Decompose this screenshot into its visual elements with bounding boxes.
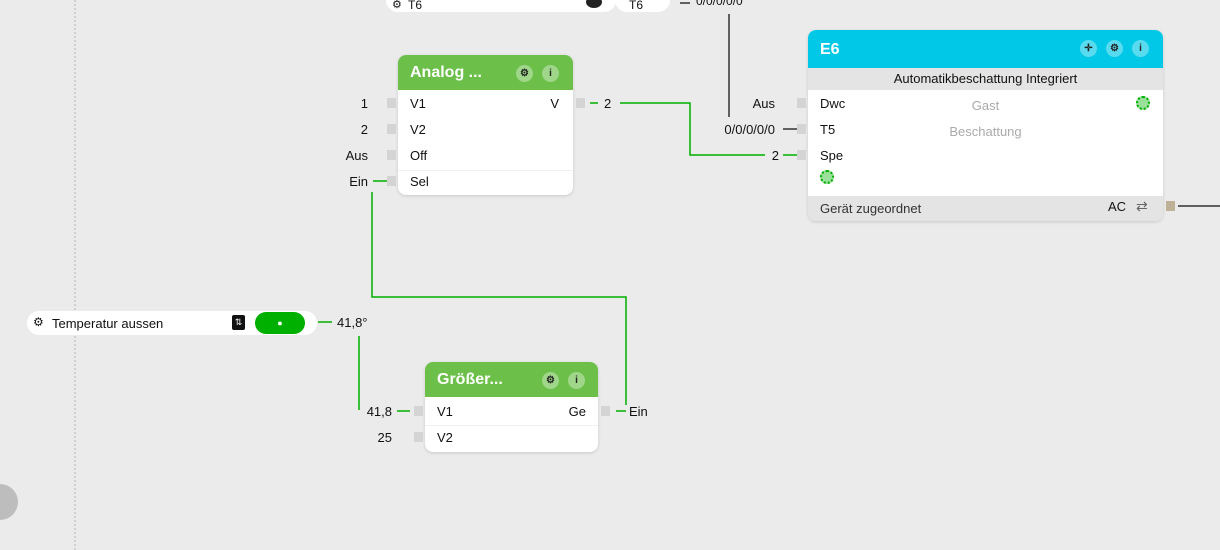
temperatur-label: Temperatur aussen [52, 316, 164, 331]
e6-footer-output: AC [1108, 199, 1127, 214]
info-icon[interactable]: i [568, 372, 585, 389]
analog-input-v1: V1 [410, 96, 426, 111]
settings-icon[interactable]: ⚙ [542, 372, 559, 389]
greater-title: Größer... [437, 371, 503, 388]
divider [398, 170, 573, 171]
settings-icon[interactable]: ⚙ [1106, 40, 1123, 57]
port-t5[interactable] [797, 124, 806, 134]
status-ok-icon [1136, 96, 1150, 110]
analog-output-v: V [550, 96, 559, 111]
e6-input-t5: T5 [820, 122, 836, 137]
e6-footer-label: Gerät zugeordnet [820, 201, 922, 216]
bug-icon [586, 0, 602, 8]
e6-info-gast: Gast [971, 98, 1000, 113]
port-ac-out[interactable] [1166, 201, 1175, 211]
e6-input-spe: Spe [820, 148, 844, 163]
off-value: Aus [345, 148, 368, 163]
status-ok-icon [820, 170, 834, 184]
active-toggle[interactable]: ● [255, 312, 305, 334]
divider [425, 425, 598, 426]
canvas-guide-line [74, 0, 76, 550]
t6-item[interactable]: ⚙ T6 [386, 0, 616, 12]
side-handle[interactable] [0, 484, 18, 520]
port-v2[interactable] [387, 124, 396, 134]
e6-info-beschattung: Beschattung [949, 124, 1022, 139]
e6-footer: Gerät zugeordnet AC ⇄ [808, 196, 1163, 221]
temperatur-output: 41,8° [337, 315, 368, 330]
temperatur-aussen-item[interactable]: ⚙ Temperatur aussen ⇅ ● [27, 311, 317, 335]
info-icon[interactable]: i [542, 65, 559, 82]
greater-output-ge: Ge [568, 404, 586, 419]
port-dwc[interactable] [797, 98, 806, 108]
wire-analog-to-spe [620, 102, 765, 156]
move-icon[interactable]: ✛ [1080, 40, 1097, 57]
v-out-value: 2 [604, 96, 612, 111]
analog-input-sel: Sel [410, 174, 429, 189]
v2-value: 2 [360, 122, 368, 137]
greater-block[interactable]: Größer... ⚙ i V1 V2 Ge [425, 362, 598, 452]
port-v1[interactable] [414, 406, 423, 416]
port-v1[interactable] [387, 98, 396, 108]
dwc-value: Aus [752, 96, 775, 111]
gear-icon[interactable]: ⚙ [33, 315, 44, 329]
port-spe[interactable] [797, 150, 806, 160]
port-v2[interactable] [414, 432, 423, 442]
settings-icon[interactable]: ⚙ [516, 65, 533, 82]
swap-icon[interactable]: ⇄ [1136, 198, 1148, 214]
e6-header[interactable]: E6 ✛ ⚙ i [808, 30, 1163, 68]
t6-value-pill: T6 [615, 0, 670, 12]
analog-header[interactable]: Analog ... ⚙ i [398, 55, 573, 90]
analog-title: Analog ... [410, 64, 482, 81]
greater-v2-value: 25 [377, 430, 392, 445]
t6-value: T6 [629, 0, 644, 12]
e6-title: E6 [820, 41, 840, 58]
greater-input-v1: V1 [437, 404, 453, 419]
info-icon[interactable]: i [1132, 40, 1149, 57]
e6-block[interactable]: E6 ✛ ⚙ i Automatikbeschattung Integriert… [808, 30, 1163, 221]
sel-value: Ein [349, 174, 368, 189]
e6-subtitle: Automatikbeschattung Integriert [808, 68, 1163, 90]
t6-label: T6 [408, 0, 423, 12]
port-v-out[interactable] [576, 98, 585, 108]
t5-value: 0/0/0/0/0 [724, 122, 775, 137]
e6-input-dwc: Dwc [820, 96, 846, 111]
port-ge-out[interactable] [601, 406, 610, 416]
ge-out-value: Ein [629, 404, 648, 419]
port-sel[interactable] [387, 176, 396, 186]
gear-icon[interactable]: ⚙ [392, 0, 402, 11]
wire-greater-to-sel [371, 192, 627, 405]
greater-v1-value: 41,8 [366, 404, 392, 419]
greater-header[interactable]: Größer... ⚙ i [425, 362, 598, 397]
t6-output: 0/0/0/0/0 [696, 0, 743, 8]
analog-block[interactable]: Analog ... ⚙ i V1 V2 Off Sel V [398, 55, 573, 195]
analog-input-v2: V2 [410, 122, 426, 137]
greater-input-v2: V2 [437, 430, 453, 445]
thermometer-icon: ⇅ [232, 315, 245, 330]
v1-value: 1 [360, 96, 368, 111]
spe-value: 2 [771, 148, 779, 163]
port-off[interactable] [387, 150, 396, 160]
analog-input-off: Off [410, 148, 428, 163]
